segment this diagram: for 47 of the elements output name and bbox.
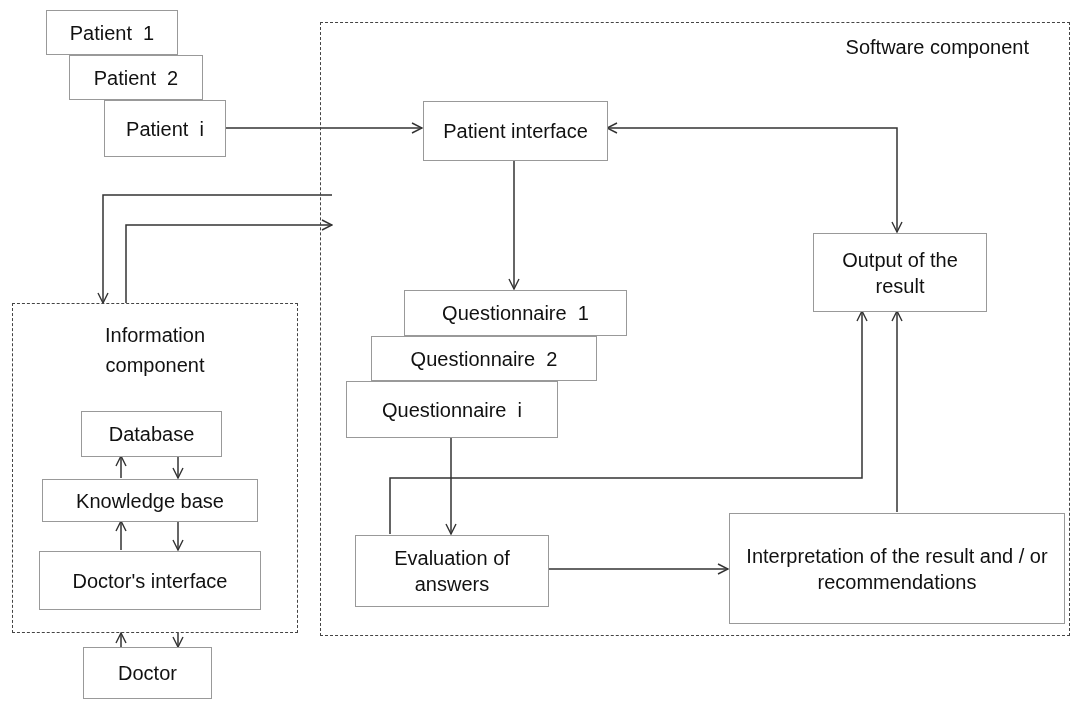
arrow: [115, 632, 127, 648]
dashed-group: [320, 22, 1070, 636]
box-label: Doctor: [118, 661, 177, 686]
arrow: [172, 455, 184, 479]
process-box: [813, 233, 987, 312]
arrow: [606, 122, 903, 233]
process-box: [83, 647, 212, 699]
box-label: Knowledge base: [76, 488, 224, 514]
arrow: [97, 194, 333, 304]
arrow: [547, 563, 729, 575]
arrow: [389, 310, 868, 535]
arrow: [125, 219, 333, 304]
box-label: Patient 1: [69, 20, 155, 46]
box-label: Doctor's interface: [72, 568, 228, 594]
box-label: Patient interface: [443, 119, 588, 144]
group-title: Information component: [103, 323, 207, 378]
process-box: [355, 535, 549, 607]
box-label: Patient i: [126, 116, 204, 142]
group-title: Software component: [845, 35, 1029, 59]
box-label: Interpretation of the result and / or recommendations: [745, 543, 1049, 595]
arrow: [225, 122, 423, 134]
process-box: [404, 290, 627, 336]
box-label: Evaluation of answers: [393, 546, 511, 597]
process-box: [729, 513, 1065, 624]
arrow: [508, 159, 520, 290]
process-box: [46, 10, 178, 55]
arrow: [172, 632, 184, 648]
process-box: [371, 336, 597, 381]
dashed-group: [12, 303, 298, 633]
process-box: [39, 551, 261, 610]
process-box: [346, 381, 558, 438]
process-box: [42, 479, 258, 522]
process-box: [69, 55, 203, 100]
process-box: [423, 101, 608, 161]
arrow: [172, 520, 184, 551]
box-label: Questionnaire 2: [410, 346, 558, 372]
process-box: [81, 411, 222, 457]
arrow: [445, 436, 457, 535]
arrow: [115, 455, 127, 479]
arrow: [115, 520, 127, 551]
box-label: Patient 2: [93, 65, 179, 91]
box-label: Output of the result: [841, 247, 959, 299]
arrow: [891, 310, 903, 513]
process-box: [104, 100, 226, 157]
box-label: Questionnaire 1: [442, 301, 589, 326]
box-label: Questionnaire i: [381, 397, 523, 423]
box-label: Database: [108, 422, 195, 447]
